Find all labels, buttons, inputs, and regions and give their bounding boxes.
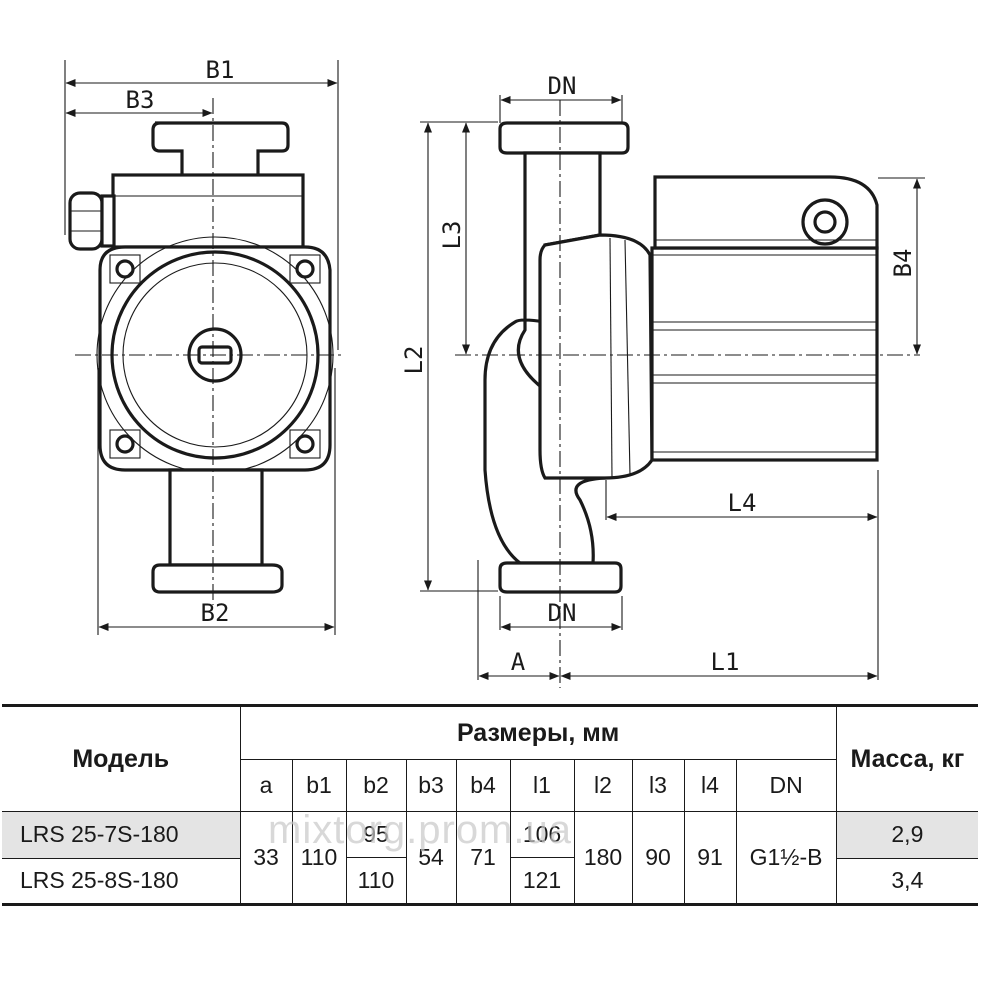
dim-label-l4: L4 — [728, 489, 757, 517]
value-b1: 110 — [291, 811, 347, 905]
col-header-b3: b3 — [405, 759, 457, 812]
value-l1-split: 106 121 — [509, 811, 575, 905]
col-header-l3: l3 — [631, 759, 685, 812]
front-view: B1 B3 B2 — [64, 56, 345, 635]
value-l1: 121 — [522, 867, 562, 893]
col-header-b1: b1 — [291, 759, 347, 812]
table-row: LRS 25-7S-180 33 110 95 110 54 71 106 12… — [2, 811, 979, 905]
value-l2: 180 — [573, 811, 633, 905]
model-name: LRS 25-7S-180 — [2, 811, 241, 859]
table-row: LRS 25-8S-180 3,4 — [2, 857, 979, 905]
dim-label-b2: B2 — [201, 599, 230, 627]
value-mass: 3,4 — [835, 857, 979, 905]
col-header-dn: DN — [735, 759, 837, 812]
value-b2: 110 — [357, 867, 395, 893]
dim-label-l1: L1 — [711, 648, 740, 676]
dim-label-l2: L2 — [400, 346, 428, 375]
mass-header: Масса, кг — [835, 705, 979, 812]
side-view: DN DN L2 L3 B4 L4 A L1 — [400, 72, 925, 688]
col-header-b2: b2 — [345, 759, 407, 812]
col-header-l2: l2 — [573, 759, 633, 812]
dim-label-dn-top: DN — [548, 72, 577, 100]
col-header-l4: l4 — [683, 759, 737, 812]
dim-label-a: A — [511, 648, 526, 676]
dim-label-l3: L3 — [438, 221, 466, 250]
model-header: Модель — [2, 705, 241, 812]
value-b2-split: 95 110 — [345, 811, 407, 905]
col-header-a: a — [240, 759, 293, 812]
dimensions-header: Размеры, мм — [239, 705, 837, 760]
value-l4: 91 — [683, 811, 737, 905]
value-mass: 2,9 — [835, 811, 979, 859]
value-l3: 90 — [631, 811, 685, 905]
value-b4: 71 — [455, 811, 511, 905]
table-header-row: Модель Размеры, мм Масса, кг — [2, 705, 979, 812]
model-name: LRS 25-8S-180 — [2, 857, 241, 905]
value-b2: 95 — [346, 812, 406, 858]
dim-label-b4: B4 — [889, 249, 917, 278]
col-header-b4: b4 — [455, 759, 511, 812]
dim-label-dn-bottom: DN — [548, 599, 577, 627]
value-l1: 106 — [510, 812, 574, 858]
bolt-icon — [109, 254, 321, 459]
pump-dimension-drawing: B1 B3 B2 — [64, 56, 925, 688]
value-dn: G1½-B — [735, 811, 837, 905]
dim-label-b1: B1 — [206, 56, 235, 84]
spec-table: Модель Размеры, мм Масса, кг a b1 b2 b3 … — [2, 704, 979, 906]
value-b3: 54 — [405, 811, 457, 905]
col-header-l1: l1 — [509, 759, 575, 812]
value-a: 33 — [239, 811, 293, 905]
dim-label-b3: B3 — [126, 86, 155, 114]
